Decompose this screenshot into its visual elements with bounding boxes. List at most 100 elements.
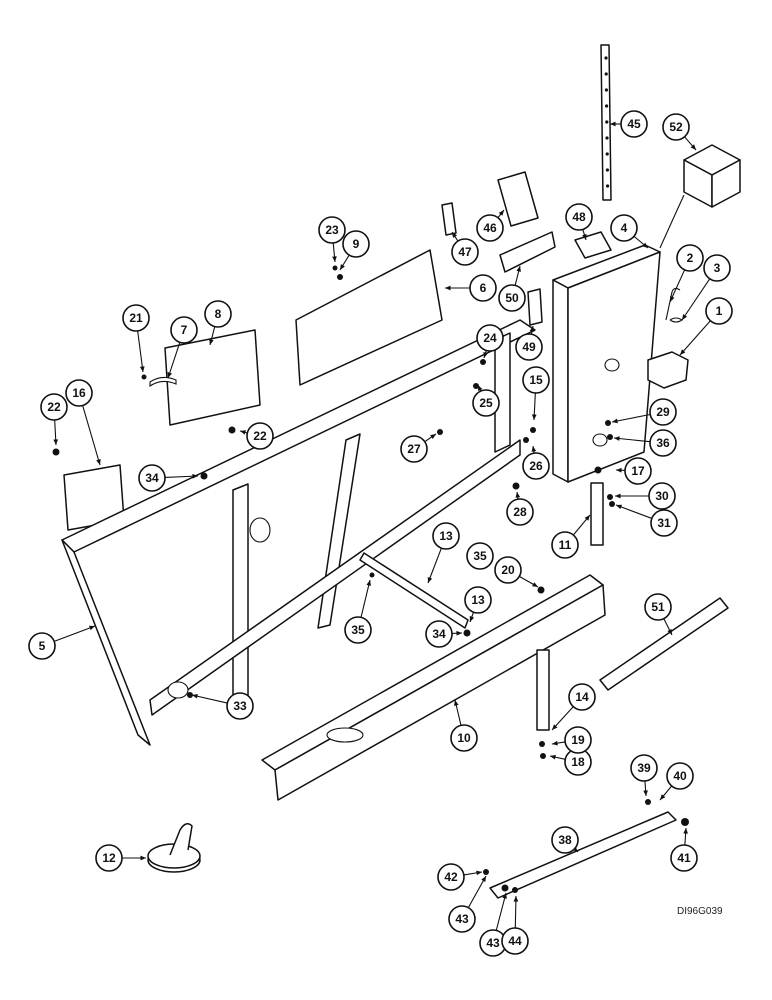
callout-circle bbox=[506, 498, 534, 526]
callout-11: 11 bbox=[551, 531, 579, 559]
leader-arrow-30 bbox=[615, 493, 621, 499]
leader-arrow-6 bbox=[445, 285, 451, 291]
callout-label: 13 bbox=[439, 529, 453, 543]
leader-arrow-44 bbox=[513, 896, 519, 902]
callout-46: 46 bbox=[476, 214, 504, 242]
part-strap-14 bbox=[536, 649, 550, 731]
callout-label: 11 bbox=[559, 538, 572, 552]
callout-label: 12 bbox=[102, 851, 116, 865]
callout-circle bbox=[204, 300, 232, 328]
callout-circle bbox=[676, 244, 704, 272]
callout-label: 13 bbox=[471, 593, 485, 607]
leader-arrow-5 bbox=[89, 625, 95, 631]
callout-label: 26 bbox=[529, 459, 543, 473]
leader-arrow-34a bbox=[192, 473, 198, 479]
leader-arrow-21 bbox=[139, 366, 145, 372]
callout-51: 51 bbox=[644, 593, 672, 621]
leader-arrow-43a bbox=[481, 876, 486, 882]
callout-26: 26 bbox=[522, 452, 550, 480]
callout-label: 45 bbox=[627, 117, 641, 131]
callout-circle bbox=[451, 238, 479, 266]
leader-36 bbox=[613, 437, 651, 443]
part-plate-46 bbox=[497, 171, 539, 227]
callout-circle bbox=[226, 692, 254, 720]
leader-5 bbox=[53, 625, 96, 642]
callout-circle bbox=[624, 457, 652, 485]
callout-label: 10 bbox=[457, 731, 471, 745]
part-side-post-4 bbox=[552, 244, 661, 483]
callout-circle bbox=[40, 393, 68, 421]
callout-label: 14 bbox=[575, 690, 589, 704]
leader-arrow-15 bbox=[531, 414, 537, 420]
leader-43a bbox=[467, 875, 487, 908]
callout-49: 49 bbox=[515, 333, 543, 361]
callout-label: 34 bbox=[145, 471, 159, 485]
callout-41: 41 bbox=[670, 844, 698, 872]
callout-circle bbox=[318, 216, 346, 244]
part-rod-2 bbox=[665, 287, 681, 321]
callout-circle bbox=[666, 762, 694, 790]
callout-43a: 43 bbox=[448, 905, 476, 933]
callout-label: 44 bbox=[508, 934, 522, 948]
callout-label: 51 bbox=[651, 600, 665, 614]
callout-13b: 13 bbox=[464, 586, 492, 614]
leader-3 bbox=[681, 278, 711, 321]
leader-2 bbox=[669, 269, 686, 303]
part-plate-49 bbox=[527, 288, 543, 326]
callout-label: 52 bbox=[669, 120, 683, 134]
callout-circle bbox=[95, 844, 123, 872]
callout-circle bbox=[522, 366, 550, 394]
leader-1 bbox=[679, 320, 711, 356]
callout-circle bbox=[501, 927, 529, 955]
callout-circle bbox=[469, 274, 497, 302]
callout-2: 2 bbox=[676, 244, 704, 272]
drawing-code: DI96G039 bbox=[677, 906, 723, 917]
callout-33: 33 bbox=[226, 692, 254, 720]
callout-label: 30 bbox=[655, 489, 669, 503]
leader-arrow-41 bbox=[683, 828, 688, 834]
strip-hole bbox=[605, 104, 609, 108]
leader-arrow-36 bbox=[614, 436, 620, 441]
leader-43b bbox=[495, 892, 507, 931]
callout-circle bbox=[432, 522, 460, 550]
callout-circle bbox=[494, 556, 522, 584]
leader-arrow-50 bbox=[516, 266, 521, 272]
callout-36: 36 bbox=[649, 429, 677, 457]
callout-label: 38 bbox=[558, 833, 572, 847]
callout-label: 18 bbox=[571, 755, 585, 769]
callout-label: 20 bbox=[501, 563, 515, 577]
leader-arrow-40 bbox=[660, 794, 666, 800]
leader-arrow-43b bbox=[502, 893, 507, 899]
callout-29: 29 bbox=[649, 398, 677, 426]
callout-circle bbox=[705, 297, 733, 325]
callout-label: 16 bbox=[72, 386, 86, 400]
callout-label: 6 bbox=[480, 281, 487, 295]
callout-4: 4 bbox=[610, 214, 638, 242]
callout-label: 23 bbox=[325, 223, 339, 237]
callout-circle bbox=[464, 586, 492, 614]
callout-14: 14 bbox=[568, 683, 596, 711]
callout-label: 8 bbox=[215, 307, 222, 321]
callout-label: 35 bbox=[473, 549, 487, 563]
callout-circle bbox=[630, 754, 658, 782]
part-plate-47 bbox=[441, 202, 457, 236]
callout-label: 27 bbox=[407, 442, 421, 456]
callout-circle bbox=[472, 389, 500, 417]
callout-22a: 22 bbox=[40, 393, 68, 421]
part-latch-1 bbox=[647, 351, 689, 389]
callout-label: 31 bbox=[657, 516, 671, 530]
callout-31: 31 bbox=[650, 509, 678, 537]
leader-arrow-48 bbox=[582, 234, 587, 240]
leader-arrow-7 bbox=[167, 372, 172, 378]
callout-circle bbox=[476, 214, 504, 242]
callout-label: 9 bbox=[353, 237, 360, 251]
callout-circle bbox=[648, 482, 676, 510]
callout-label: 19 bbox=[571, 733, 585, 747]
callout-45: 45 bbox=[620, 110, 648, 138]
callout-label: 22 bbox=[253, 429, 267, 443]
callout-circle bbox=[670, 844, 698, 872]
callout-38: 38 bbox=[551, 826, 579, 854]
callout-label: 33 bbox=[233, 699, 247, 713]
part-coil-12 bbox=[147, 823, 201, 873]
